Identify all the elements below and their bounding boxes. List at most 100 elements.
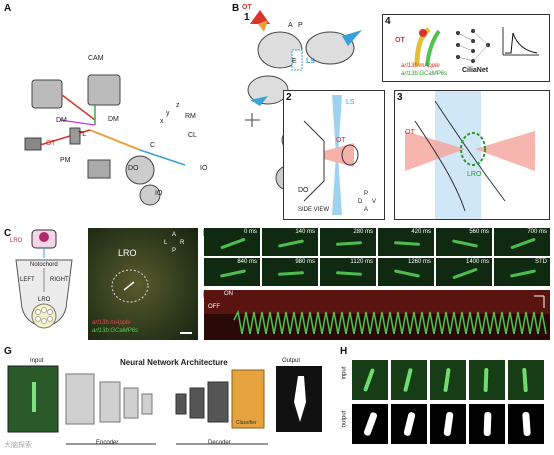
panel-c-embryo-diagram: [15, 229, 73, 329]
lro-label-c: LRO: [38, 297, 51, 303]
frame-time-label: 700 ms: [527, 229, 547, 235]
panel-b3: 3 OT LRO: [394, 90, 550, 220]
cilium-mark: [277, 271, 305, 276]
frame-time-label: STD: [535, 259, 547, 265]
cilium-mark: [451, 239, 479, 248]
compass-b2-right: V: [372, 199, 377, 205]
pm-label: PM: [60, 157, 71, 164]
e-frame: STD: [494, 258, 550, 286]
panel-b2-number: 2: [286, 92, 292, 103]
lro-label-b3: LRO: [467, 171, 482, 178]
compass-b2-top: P: [364, 191, 369, 197]
neural-net-icon: [456, 29, 490, 63]
nn-input-label: Input: [30, 358, 44, 364]
h-output-tile: [469, 404, 505, 444]
h-input-tile: [391, 360, 427, 400]
panel-b4: 4 OT CiliaNet arl13b:mApple arl13b:GCaMP…: [382, 14, 550, 82]
rm-label: RM: [185, 113, 196, 120]
panel-g-network-diagram: [7, 365, 322, 445]
ls-label-b: LS: [306, 58, 315, 65]
segmentation-mask: [483, 411, 492, 437]
h-output-tile: [391, 404, 427, 444]
on-label: ON: [224, 291, 233, 297]
e-frame: 840 ms: [204, 258, 260, 286]
panel-b-sub-1: 1: [244, 12, 250, 23]
h-row-output-label: output: [341, 410, 348, 428]
cilium-mark: [509, 269, 537, 278]
classifier-label: Classifier: [236, 420, 257, 426]
cilium-mark: [393, 269, 421, 278]
compass-d-bottom: P: [172, 248, 177, 254]
segmentation-mask: [522, 411, 531, 437]
cilium-mark: [335, 271, 363, 276]
cilium-mark: [522, 367, 528, 393]
panel-label-b: B: [232, 3, 240, 14]
nn-title: Neural Network Architecture: [120, 358, 228, 367]
axis-z-label: z: [176, 102, 180, 109]
h-input-tile: [508, 360, 544, 400]
lro-label-d: LRO: [118, 248, 137, 258]
ot-label-b: OT: [242, 4, 252, 11]
frame-time-label: 0 ms: [243, 229, 257, 235]
frame-time-label: 1120 ms: [350, 259, 373, 265]
gene-label-d-2: arl13b:GCaMP6s: [92, 328, 139, 334]
e-frame: 140 ms: [262, 228, 318, 256]
lro-tag-c: LRO: [10, 238, 23, 244]
h-output-tile: [508, 404, 544, 444]
segmentation-mask: [443, 411, 454, 437]
e-frame: 420 ms: [378, 228, 434, 256]
gene-label-d-1: arl13b:mApple: [92, 320, 131, 326]
panel-f-kymograph: ON OFF: [204, 290, 550, 340]
cilium-mark: [483, 367, 489, 393]
panel-label-c: C: [4, 228, 12, 239]
h-input-tile: [352, 360, 388, 400]
cilium-mark: [219, 269, 247, 278]
h-row-input-label: input: [341, 366, 348, 380]
camera-right: [87, 74, 121, 106]
dm-label-2: DM: [108, 116, 119, 123]
nn-output-label: Output: [282, 358, 301, 364]
e-frame: 1120 ms: [320, 258, 376, 286]
h-input-tile: [430, 360, 466, 400]
cilium-mark: [443, 367, 451, 393]
cilia-icon: [414, 27, 441, 67]
panel-label-g: G: [4, 346, 12, 357]
frame-time-label: 1400 ms: [465, 259, 489, 265]
cl-label: CL: [188, 132, 197, 139]
lro-zoom-diagram: [405, 91, 535, 219]
frame-time-label: 840 ms: [237, 259, 257, 265]
e-frame: 1400 ms: [436, 258, 492, 286]
segmentation-mask: [403, 411, 416, 437]
lro-outline: [111, 269, 192, 334]
frame-time-label: 280 ms: [353, 229, 373, 235]
encoder-label: Encoder: [96, 440, 119, 446]
dm-label-1: DM: [56, 117, 67, 124]
io-label-1: IO: [200, 165, 208, 172]
tl-label: TL: [78, 131, 87, 138]
ot-label-a: OT: [46, 140, 56, 147]
axis-x-label: x: [160, 118, 164, 125]
e-frame: 1260 ms: [378, 258, 434, 286]
compass-d-left: L: [164, 240, 168, 246]
c-label: C: [150, 142, 156, 149]
frame-time-label: 420 ms: [411, 229, 431, 235]
do-label-b2: DO: [298, 187, 309, 194]
camera-left: [31, 79, 63, 109]
compass-d-right: R: [180, 240, 185, 246]
side-view-caption: SIDE VIEW: [298, 207, 330, 213]
panel-label-h: H: [340, 346, 348, 357]
kymograph-trace: [204, 290, 550, 335]
cilium-mark: [403, 367, 413, 393]
decoder-label: Decoder: [208, 440, 231, 446]
right-label: RIGHT: [50, 277, 69, 283]
side-view-diagram: [303, 95, 359, 215]
cilianet-label: CiliaNet: [462, 67, 489, 74]
panel-label-a: A: [4, 3, 12, 14]
compass-d-top: A: [172, 232, 177, 238]
notochord-label: Notochord: [30, 262, 58, 268]
panel-b4-number: 4: [385, 16, 391, 27]
frame-time-label: 1260 ms: [407, 259, 431, 265]
gene-label-b4-1: arl13b:mApple: [401, 63, 440, 69]
off-label: OFF: [208, 304, 220, 310]
